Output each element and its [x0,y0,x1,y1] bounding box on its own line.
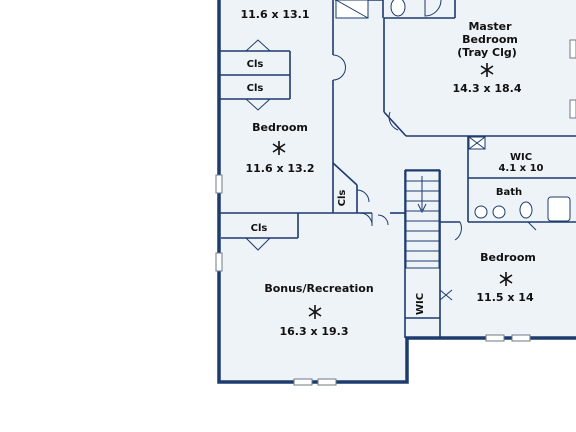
interior-walls [219,0,576,338]
floor-area [219,0,576,382]
attic-access-line [468,136,486,150]
master-label-line1: Master [468,20,512,33]
ceiling-fan-icon [308,305,322,319]
shower-diagonal [335,0,369,19]
staircase [405,170,440,269]
master-label-line2: Bedroom [462,33,518,46]
window [511,334,531,342]
top-left-room-dims: 11.6 x 13.1 [240,8,309,21]
bath-fixtures [474,196,571,222]
ceiling-fan-icon [272,141,286,155]
closet-1-label: Cls [247,59,264,70]
window [215,174,223,194]
master-label-line3: (Tray Clg) [457,46,517,59]
master-dims: 14.3 x 18.4 [452,82,521,95]
ceiling-fan-icon [480,63,494,77]
bedroom-2-label: Bedroom [252,121,308,134]
master-wic-dims: 4.1 x 10 [498,163,543,174]
bonus-label: Bonus/Recreation [264,282,373,295]
bonus-dims: 16.3 x 19.3 [279,325,348,338]
window [317,378,337,386]
doors [245,0,537,301]
closet-2-label: Cls [247,83,264,94]
closet-3-label: Cls [251,223,268,234]
bedroom-3-dims: 11.5 x 14 [476,291,534,304]
ceiling-fan-icon [499,272,513,286]
window [569,39,576,59]
window [485,334,505,342]
bedroom-3-label: Bedroom [480,251,536,264]
bedroom-2-dims: 11.6 x 13.2 [245,162,314,175]
toilet [390,0,406,17]
hall-closet-label: Cls [337,190,348,207]
wic-2-label: WIC [415,293,426,315]
window [215,252,223,272]
window [293,378,313,386]
window [569,99,576,119]
bath-label: Bath [496,187,522,198]
master-wic-label: WIC [510,152,532,163]
